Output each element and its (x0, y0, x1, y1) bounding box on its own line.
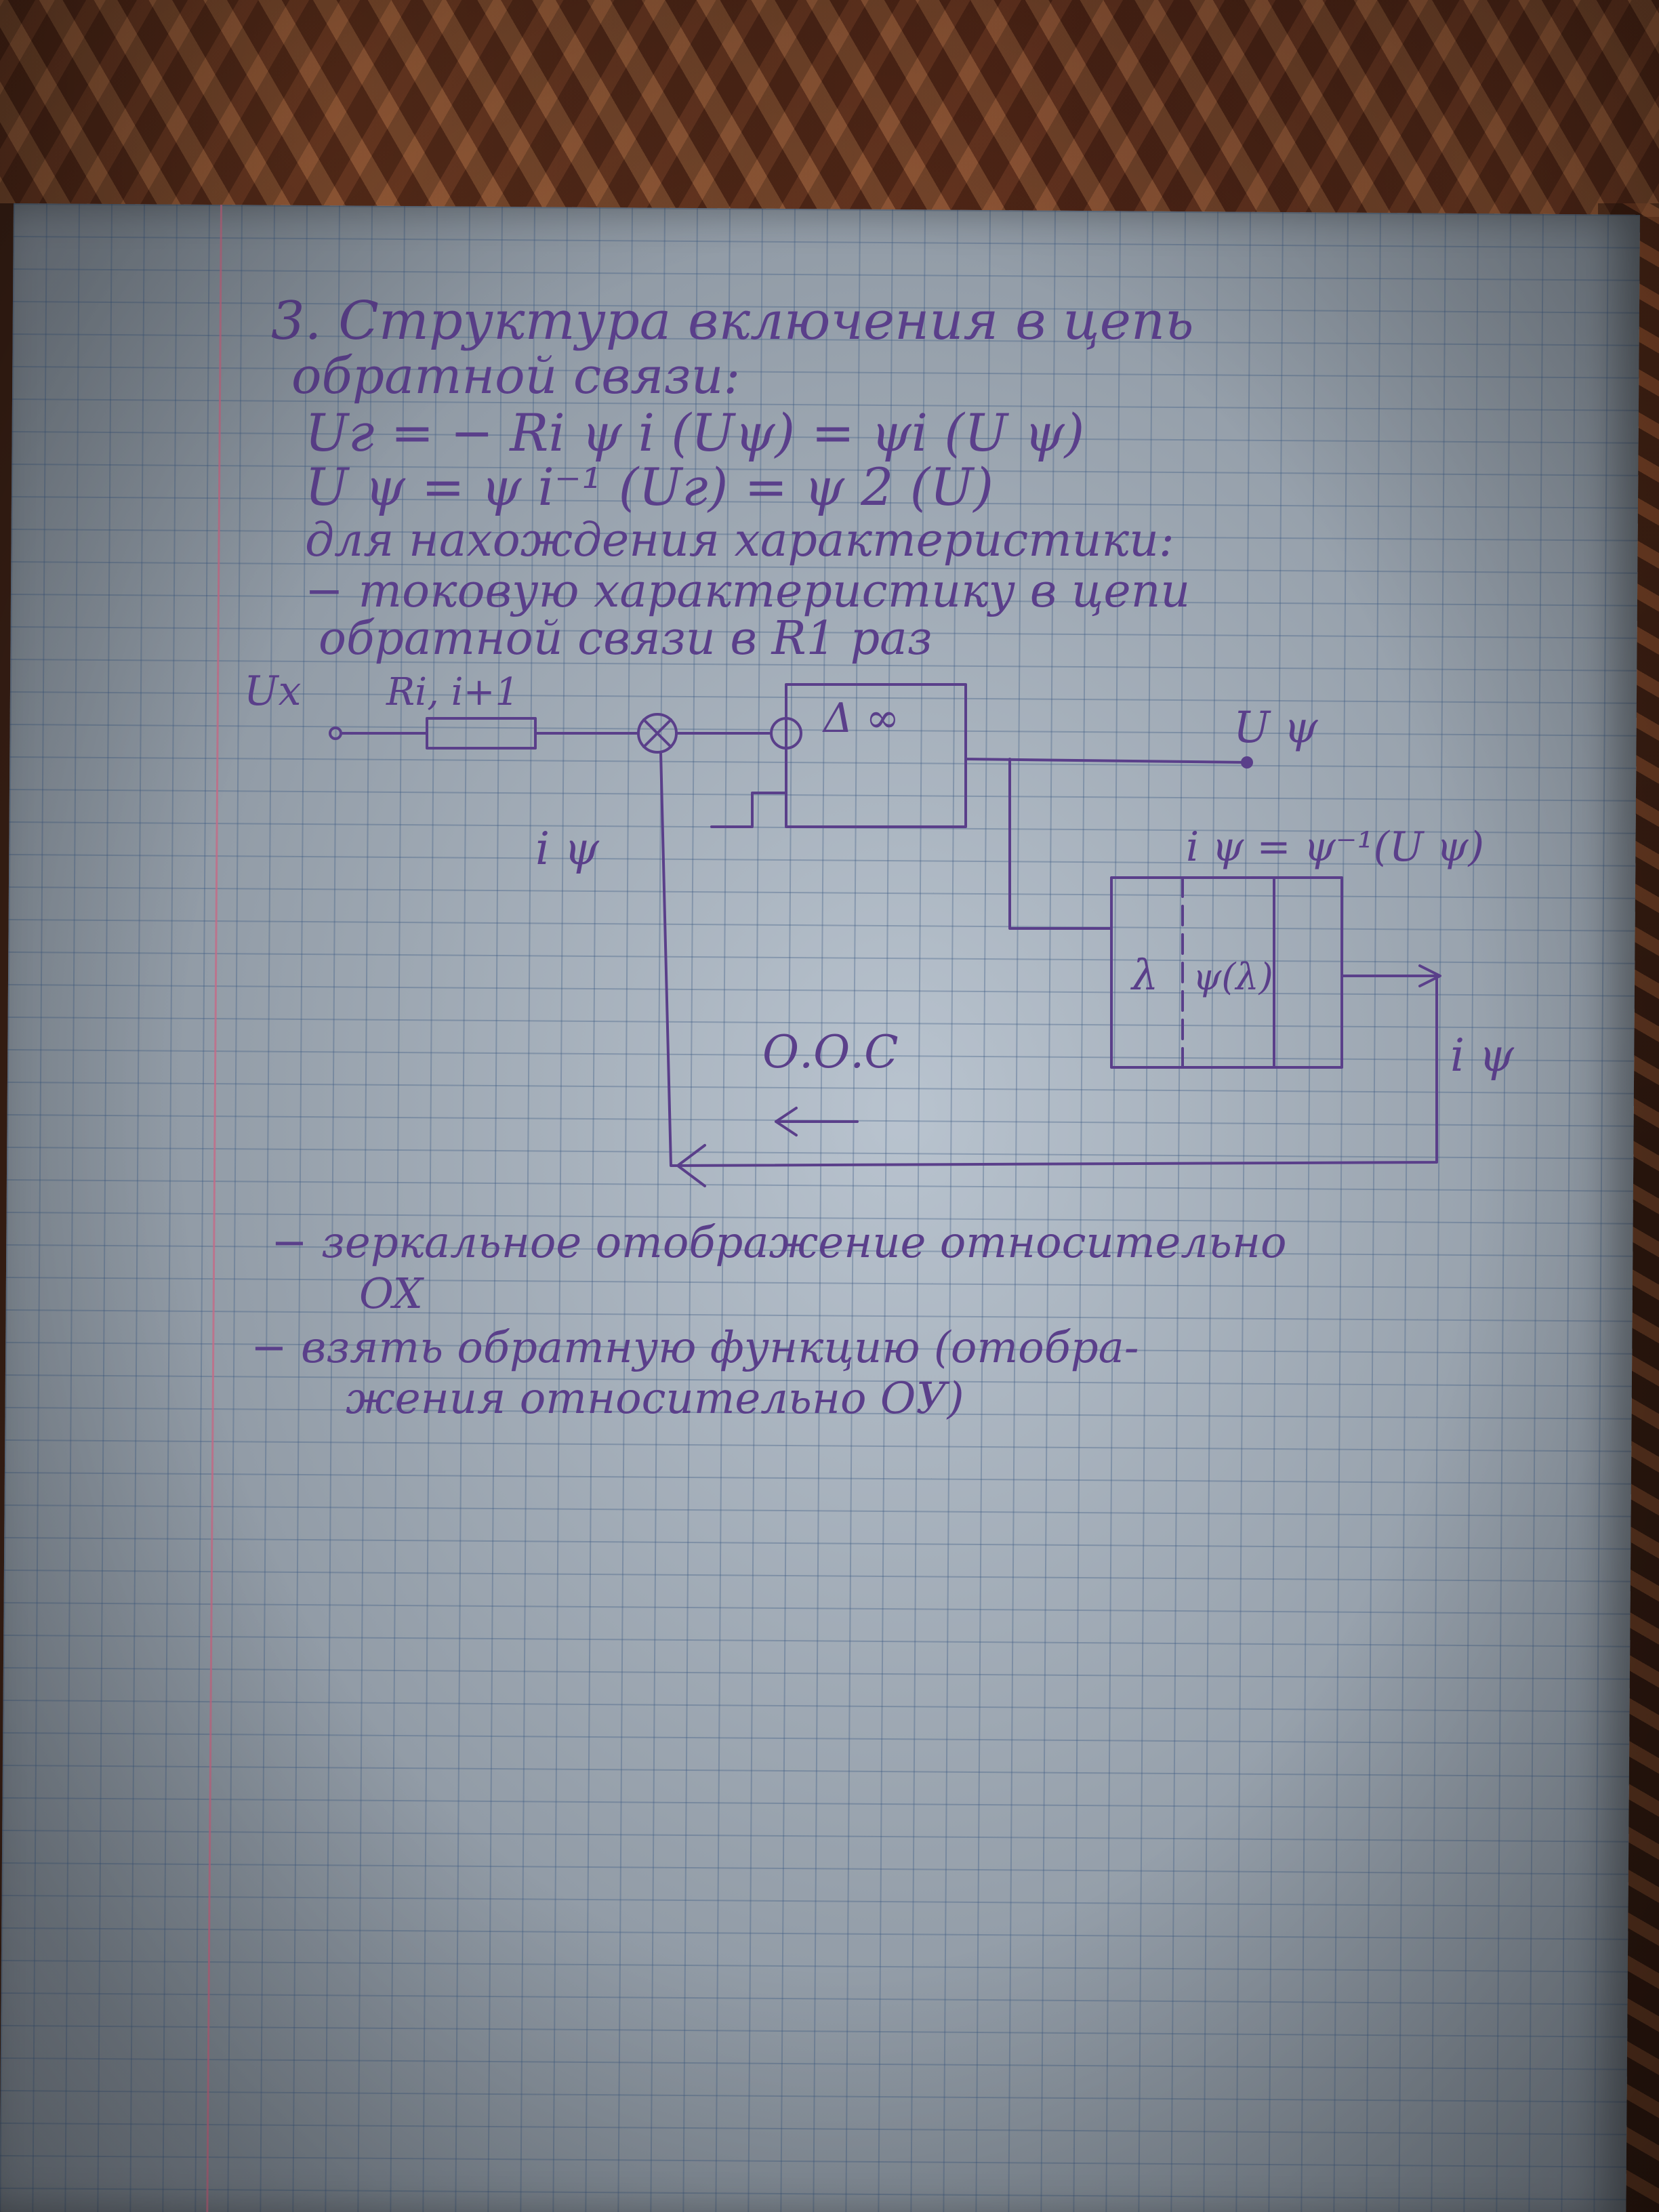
feedback-current-label: i ψ (535, 823, 600, 875)
output-label: U ψ (1233, 703, 1318, 753)
text-line: обратной связи в R1 раз (319, 612, 933, 665)
nonlinear-block: λ ψ(λ) (1110, 876, 1343, 1069)
note-line: жения относительно OУ) (346, 1374, 964, 1424)
summing-node (637, 713, 678, 754)
block-cell-psi: ψ(λ) (1193, 956, 1273, 998)
block-output-label: i ψ (1450, 1029, 1515, 1082)
text-line: обратной связи: (291, 347, 740, 405)
wire (1008, 758, 1113, 930)
carpet-background (0, 0, 1659, 217)
input-label: Ux (244, 668, 301, 715)
resistor (426, 717, 537, 750)
op-amp: Δ ∞ (710, 683, 967, 828)
output-wire (964, 758, 1248, 764)
output-terminal (1241, 756, 1253, 769)
block-formula: i ψ = ψ⁻¹(U ψ) (1186, 823, 1484, 871)
text-line: для нахождения характеристики: (305, 514, 1174, 567)
input-terminal (329, 726, 342, 740)
equation-line: Uг = − Ri ψ i (Uψ) = ψi (U ψ) (305, 403, 1084, 463)
equation-line: U ψ = ψ i⁻¹ (Uг) = ψ 2 (U) (305, 457, 994, 517)
loop-label: О.О.С (762, 1026, 899, 1078)
note-line: OX (359, 1269, 425, 1318)
text-line: − токовую характеристику в цепи (305, 565, 1190, 618)
arrow-head (1418, 964, 1441, 987)
amp-label: Δ ∞ (822, 695, 899, 742)
loop-arrow-head (775, 1107, 798, 1136)
note-line: − взять обратную функцию (отобра- (251, 1323, 1139, 1373)
feedback-wire (659, 751, 1438, 1167)
block-cell-lambda: λ (1130, 950, 1158, 1000)
circuit-diagram: Ux Ri, i+1 Δ ∞ U ψ i ψ = ψ⁻¹(U ψ (244, 668, 1515, 1187)
resistor-label: Ri, i+1 (386, 670, 519, 714)
heading-line: 3. Структура включения в цепь (271, 291, 1194, 352)
arrow-head (676, 1144, 706, 1187)
note-line: − зеркальное отображение относительно (271, 1218, 1287, 1268)
